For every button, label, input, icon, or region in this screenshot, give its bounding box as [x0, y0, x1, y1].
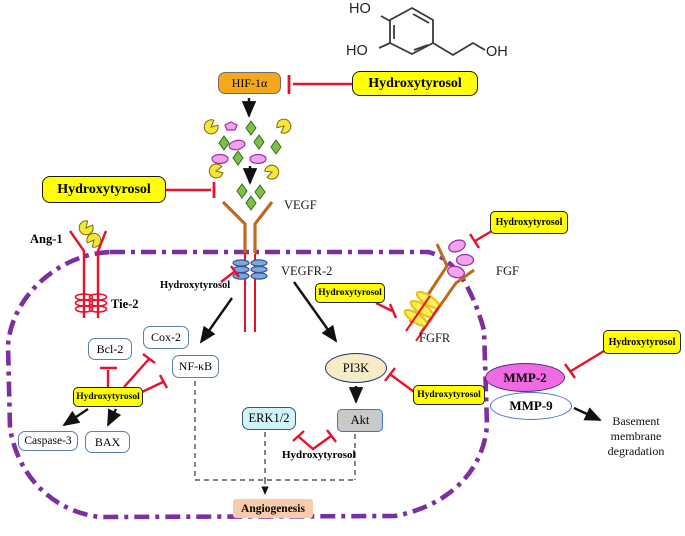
vegf-molecules	[78, 118, 292, 248]
hydroxytyrosol-label-vegfr2: Hydroxytyrosol	[160, 280, 231, 291]
hydroxytyrosol-label-erk-akt: Hydroxytyrosol	[282, 449, 356, 461]
mmp9-ellipse: MMP-9	[490, 392, 572, 420]
fgfr-label: FGFR	[419, 331, 451, 345]
hydroxytyrosol-box-apoptosis: Hydroxytyrosol	[73, 387, 143, 407]
angiogenesis-box: Angiogenesis	[233, 499, 313, 518]
ang1-label: Ang-1	[30, 232, 63, 246]
akt-box: Akt	[337, 409, 383, 432]
violet-ellipse-ligand	[211, 139, 267, 165]
nfkb-box: NF-κB	[172, 355, 219, 378]
dashed-connector	[194, 381, 356, 495]
caspase3-box: Caspase-3	[18, 431, 78, 451]
hydroxytyrosol-box-fgfr: Hydroxytyrosol	[315, 283, 385, 303]
ho-bottom-label: HO	[346, 43, 368, 59]
basement-degradation-label: Basement membrane degradation	[607, 414, 665, 458]
tie2-label: Tie-2	[111, 297, 139, 311]
green-diamond-vegf	[218, 120, 282, 211]
hydroxytyrosol-box-mmp: Hydroxytyrosol	[603, 330, 681, 354]
hif1a-box: HIF-1α	[218, 72, 281, 94]
fgf-receptor	[403, 239, 475, 342]
vegf-receptor	[221, 200, 274, 332]
oh-label: OH	[486, 44, 508, 60]
hydroxytyrosol-box-left: Hydroxytyrosol	[42, 176, 166, 203]
yellow-crescent-ligand	[78, 118, 292, 248]
fgf-label: FGF	[496, 264, 519, 278]
fgf-ligands	[447, 239, 475, 279]
cell-membrane	[5, 249, 490, 520]
vegfr2-label: VEGFR-2	[281, 264, 333, 278]
tie2-receptor	[69, 230, 108, 318]
hydroxytyrosol-box-fgf: Hydroxytyrosol	[490, 211, 568, 234]
hydroxytyrosol-box-pi3k: Hydroxytyrosol	[413, 385, 485, 405]
vegf-label: VEGF	[284, 198, 317, 212]
bax-box: BAX	[85, 431, 130, 453]
blue-phospho-disc	[232, 259, 268, 280]
inhibition-lines	[100, 75, 605, 451]
bcl2-box: Bcl-2	[88, 338, 132, 360]
chemical-structure	[378, 6, 486, 57]
cox2-box: Cox-2	[143, 326, 189, 349]
pi3k-ellipse: PI3K	[325, 353, 387, 383]
erk12-box: ERK1/2	[242, 407, 296, 430]
activation-arrows	[62, 98, 602, 427]
mmp2-ellipse: MMP-2	[485, 363, 565, 392]
violet-pentagon-ligand	[224, 121, 238, 131]
hydroxytyrosol-box-top: Hydroxytyrosol	[352, 71, 478, 96]
ho-top-label: HO	[349, 1, 371, 17]
